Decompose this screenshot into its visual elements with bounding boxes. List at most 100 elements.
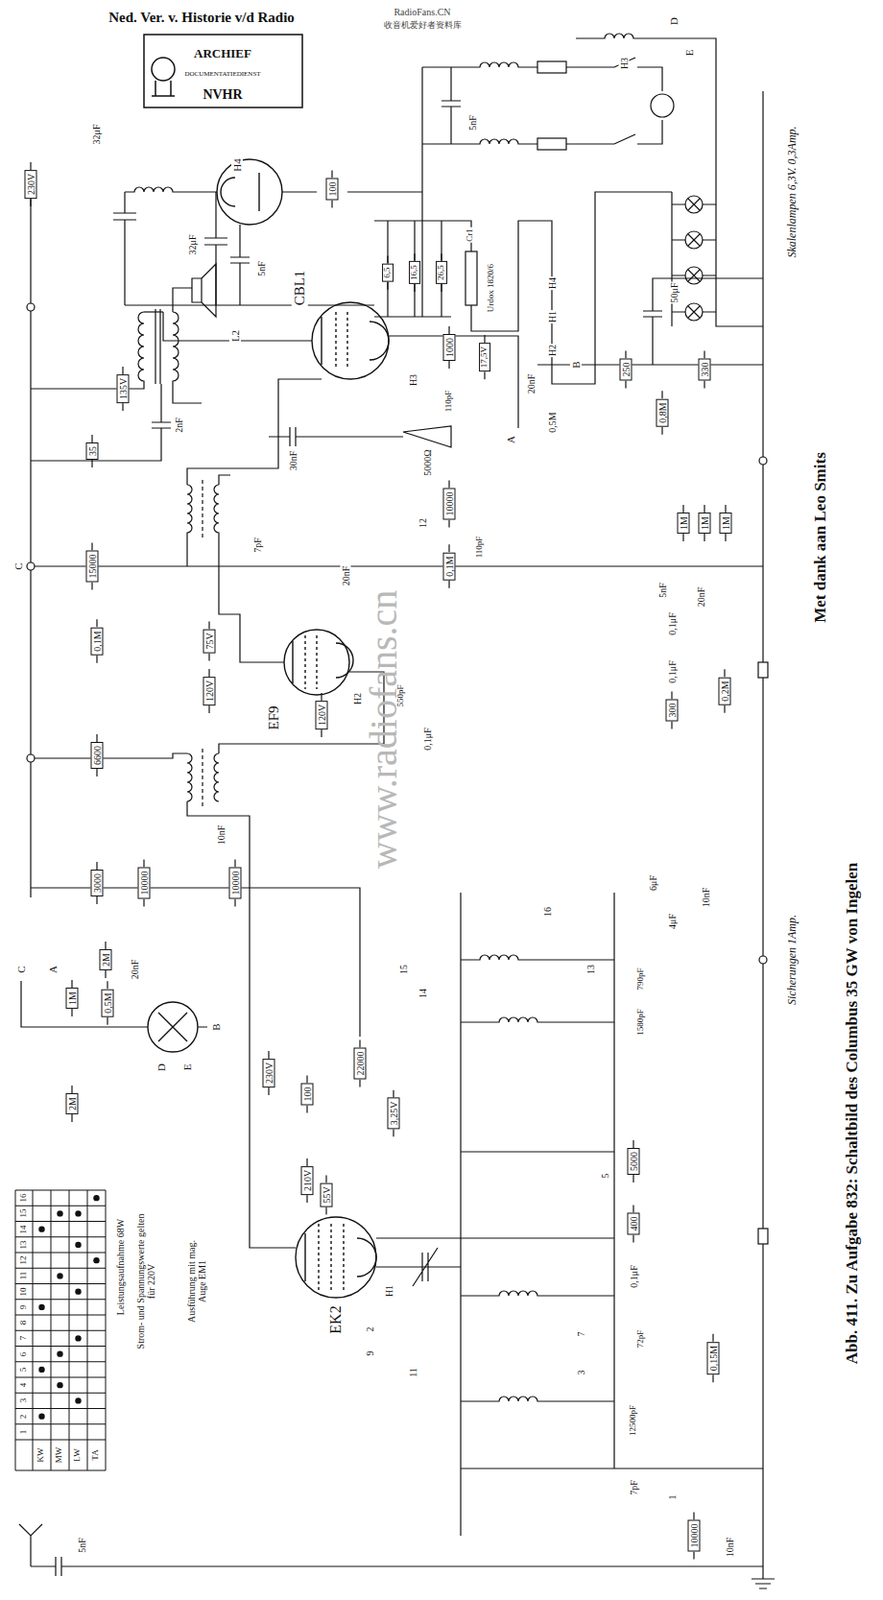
table-cell: 6 <box>19 1350 29 1358</box>
resistor-lead <box>386 255 388 263</box>
resistor-lead <box>483 371 485 380</box>
wiring <box>762 91 764 1567</box>
resistor-lead <box>306 1194 308 1203</box>
schematic-label: Sicherungen 1Amp. <box>786 913 799 1006</box>
wiring <box>187 753 192 802</box>
schematic-label: 30nF <box>287 450 299 473</box>
wiring <box>187 801 296 1248</box>
schematic-label: B <box>570 359 582 369</box>
table-rule <box>15 1439 106 1441</box>
table-cell: 10 <box>19 1286 29 1297</box>
resistor-lead <box>29 198 31 207</box>
wiring <box>191 263 216 317</box>
schematic-label: 20nF <box>129 958 141 981</box>
table-cell: 2 <box>19 1412 29 1420</box>
resistor-lead <box>121 403 123 411</box>
tube-symbol <box>147 1002 198 1052</box>
lamp-symbol <box>688 198 700 211</box>
wiring <box>465 251 478 306</box>
resistor-value: 5000 <box>627 1147 641 1175</box>
wiring <box>30 753 188 759</box>
lamp-symbol <box>688 269 700 282</box>
schematic-label: A <box>47 964 59 975</box>
resistor-lead <box>95 655 97 664</box>
table-cell: 14 <box>19 1223 29 1235</box>
schematic-label: 5nF <box>467 114 478 132</box>
wiring <box>29 191 31 898</box>
schematic-label: 10nF <box>215 824 227 847</box>
resistor-value: 0,8M <box>656 398 669 427</box>
resistor-lead <box>95 768 97 777</box>
resistor-lead <box>106 1017 108 1026</box>
wiring <box>214 484 285 663</box>
resistor-lead <box>30 162 726 1560</box>
wiring <box>19 1524 43 1567</box>
resistor-value: 1000 <box>443 334 456 361</box>
schematic-label: 12 <box>417 517 429 529</box>
resistor-value: 0,5M <box>101 988 115 1017</box>
schematic-label: 2 <box>364 1326 376 1334</box>
stamp-frame <box>143 34 303 108</box>
table-rule <box>15 1360 106 1362</box>
schematic-label: Strom- und Spannungswerte gelten für 220… <box>135 1208 157 1355</box>
resistor-lead <box>712 1334 714 1342</box>
schematic-label: Met dank aan Leo Smits <box>811 451 831 624</box>
resistor-lead <box>306 1075 308 1084</box>
lamp-symbol <box>688 234 700 246</box>
wiring <box>187 484 192 567</box>
resistor-lead <box>121 366 123 375</box>
table-rule <box>15 1345 106 1347</box>
resistor-value: 230V <box>24 169 38 199</box>
resistor-value: 0,15M <box>707 1341 720 1375</box>
schematic-label: 20nF <box>340 565 352 588</box>
resistor-lead <box>632 1235 634 1243</box>
table-cell: MW <box>54 1446 65 1465</box>
schematic-label: CBL1 <box>291 269 309 308</box>
schematic-label: 20nF <box>525 373 537 396</box>
table-rule <box>15 1190 106 1192</box>
table-cell: LW <box>72 1447 83 1462</box>
resistor-lead <box>95 896 97 905</box>
table-rule <box>15 1392 106 1394</box>
schematic-label: 50μF <box>668 282 680 305</box>
resistor-lead <box>91 582 93 591</box>
schematic-label: 2nF <box>173 416 185 434</box>
schematic-label: 0,5M <box>547 410 558 433</box>
resistor-value: 26,5 <box>435 261 448 285</box>
resistor-value: 1M <box>698 512 712 534</box>
resistor-value: 0,2M <box>718 676 732 705</box>
table-rule <box>15 1314 106 1316</box>
resistor-lead <box>325 1207 327 1216</box>
table-rule <box>15 1205 106 1207</box>
switch-dot <box>38 1412 45 1419</box>
wiring <box>374 220 452 317</box>
resistor-lead <box>703 504 705 513</box>
schematic-label: E <box>181 1063 193 1073</box>
resistor-value: 0,1M <box>443 551 456 580</box>
schematic-label: C <box>12 561 24 571</box>
resistor-value: 75V <box>203 628 216 653</box>
wiring <box>55 1556 62 1576</box>
resistor-value: 1M <box>719 512 733 534</box>
wiring <box>459 892 461 1536</box>
schematic-label: B <box>210 1022 222 1031</box>
resistor-lead <box>724 533 726 542</box>
stamp-frame <box>151 57 175 81</box>
schematic-label: Urdox 1820/6 <box>486 262 497 313</box>
resistor-value: 10000 <box>443 488 456 521</box>
schematic-label: A <box>504 434 517 445</box>
schematic-label: L2 <box>229 329 241 343</box>
resistor-lead <box>331 170 333 179</box>
resistor-lead <box>208 620 210 629</box>
resistor-lead <box>208 653 210 662</box>
resistor-lead <box>106 980 108 989</box>
resistor-lead <box>71 1008 72 1017</box>
resistor-lead <box>448 326 450 335</box>
resistor-value: 1M <box>677 512 691 534</box>
resistor-lead <box>712 1374 714 1383</box>
resistor-lead <box>448 520 450 528</box>
resistor-value: 35 <box>86 442 99 460</box>
table-cell: 16 <box>19 1193 29 1204</box>
table-rule <box>15 1408 106 1409</box>
